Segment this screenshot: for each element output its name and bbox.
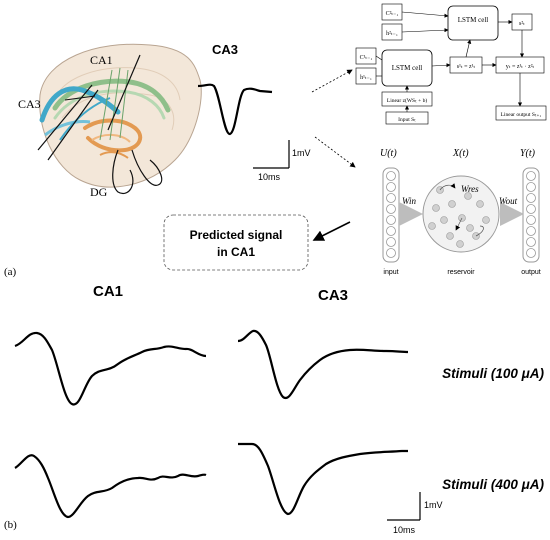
scale-voltage-b: 1mV	[424, 500, 443, 510]
input-nodes	[386, 171, 396, 258]
arrow-to-prediction	[312, 221, 351, 241]
lstm-cell-top	[447, 5, 499, 41]
res-y-label: Y(t)	[520, 148, 536, 159]
predicted-signal-box	[163, 214, 309, 271]
col-ca3-title: CA3	[318, 287, 348, 304]
lstm-input-box: Input Sₜ	[398, 117, 416, 123]
ca3-layer	[39, 86, 121, 123]
res-output-caption: output	[521, 269, 541, 276]
panel-b-label: (b)	[4, 519, 17, 531]
lstm-in-c1: C¹ₜ₋₁	[360, 55, 373, 61]
lstm-diagram: LSTM cell C²ₜ₋₁ h²ₜ₋₁ s²ₜ LSTM cell C¹ₜ₋…	[355, 3, 547, 125]
arrow-to-lstm	[311, 69, 353, 93]
label-ca3: CA3	[18, 97, 41, 111]
ca3-trace-title: CA3	[212, 42, 238, 57]
res-w-out: Wout	[499, 196, 518, 206]
scale-voltage-a: 1mV	[292, 148, 311, 158]
panel-a-label: (a)	[4, 266, 17, 278]
electrode-ca1	[107, 54, 141, 131]
label-dg: DG	[90, 185, 108, 199]
output-nodes	[526, 171, 536, 258]
trace-ca1-100	[14, 331, 207, 406]
hippocampus-illustration	[37, 43, 202, 194]
electrode-ca3	[37, 84, 93, 151]
ca3-trace	[197, 83, 273, 136]
lstm-cell-main-label: LSTM cell	[392, 64, 423, 72]
lstm-in-h2: h²ₜ₋₁	[386, 31, 398, 37]
lstm-in-h1: h¹ₜ₋₁	[360, 75, 372, 81]
res-reservoir-caption: reservoir	[447, 269, 475, 276]
reservoir-diagram: U(t) X(t) Y(t) Win Wout Wres	[380, 148, 541, 276]
lstm-linear-in: Linear z(WSₜ + b)	[387, 97, 427, 104]
predicted-line1: Predicted signal	[190, 228, 283, 242]
label-ca1: CA1	[90, 53, 113, 67]
reservoir-nodes	[428, 186, 490, 248]
trace-ca3-100	[237, 329, 409, 400]
lstm-mid-s1: s¹ₜ = z¹ₜ	[457, 64, 476, 70]
res-w-res: Wres	[461, 184, 479, 194]
trace-ca1-400	[14, 454, 207, 519]
scale-time-b: 10ms	[393, 525, 416, 535]
scale-time-a: 10ms	[258, 172, 281, 182]
reservoir-pool	[422, 175, 500, 253]
stim-100-label: Stimuli (100 μA)	[442, 366, 544, 381]
lstm-out-s2: s²ₜ	[519, 21, 525, 27]
trace-ca3-400	[238, 442, 408, 516]
col-ca1-title: CA1	[93, 283, 123, 300]
scale-bar-a	[253, 140, 290, 169]
scale-bar-b	[387, 492, 421, 521]
res-u-label: U(t)	[380, 148, 397, 159]
electrode-dg	[112, 149, 134, 194]
res-w-in: Win	[402, 196, 417, 206]
predicted-line2: in CA1	[217, 245, 255, 259]
dentate-gyrus	[83, 118, 143, 153]
arrow-to-reservoir	[314, 136, 356, 168]
res-x-label: X(t)	[452, 148, 469, 159]
lstm-in-c2: C²ₜ₋₁	[386, 11, 399, 17]
ca1-pyramidal-layer	[52, 78, 171, 113]
lstm-sum-box: yₜ = z¹ₜ · z²ₜ	[506, 64, 535, 70]
lstm-linear-out: Linear output Sₜ₊₁	[501, 112, 542, 118]
lstm-cell-top-label: LSTM cell	[458, 16, 489, 24]
res-input-caption: input	[383, 269, 398, 276]
stim-400-label: Stimuli (400 μA)	[442, 477, 544, 492]
